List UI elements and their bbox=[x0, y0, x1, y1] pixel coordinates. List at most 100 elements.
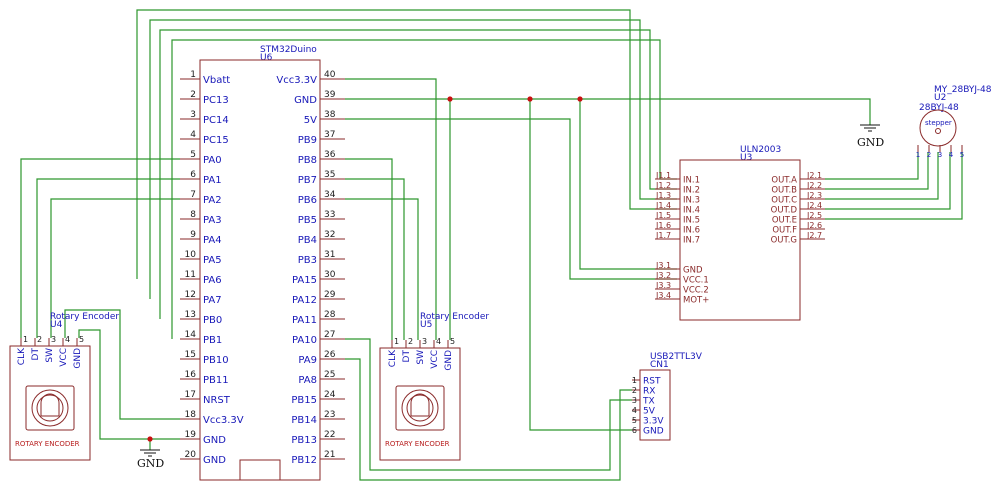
pin-number: 3 bbox=[938, 151, 942, 159]
pin-number: 6 bbox=[190, 170, 196, 180]
pin-number: J2.4 bbox=[806, 201, 822, 210]
pin-name: VCC bbox=[430, 350, 440, 369]
enc2-ref: U5 bbox=[420, 320, 432, 330]
usb-name: USB2TTL3V bbox=[650, 352, 703, 362]
pin-number: 4 bbox=[632, 406, 637, 415]
pin-name: Vcc3.3V bbox=[203, 415, 244, 426]
pin-name: IN.7 bbox=[683, 236, 700, 246]
wire-outd-step4 bbox=[825, 152, 951, 210]
pin-number: 37 bbox=[324, 130, 335, 140]
wire-3v3-enc1-vcc bbox=[64, 309, 180, 420]
pin-number: 5 bbox=[190, 150, 196, 160]
pin-number: J1.1 bbox=[655, 171, 671, 180]
pin-number: 3 bbox=[422, 337, 427, 346]
pin-number: 29 bbox=[324, 290, 336, 300]
enc1-ref: U4 bbox=[50, 320, 63, 330]
pin-number: 18 bbox=[185, 410, 197, 420]
junction-gnd-usb bbox=[527, 96, 533, 102]
wire-gnd-enc1 bbox=[78, 329, 180, 440]
pin-number: 7 bbox=[190, 190, 196, 200]
wires bbox=[20, 9, 963, 481]
pin-number: 2 bbox=[37, 335, 42, 344]
pin-name: Vbatt bbox=[203, 75, 230, 86]
pin-number: 19 bbox=[185, 430, 197, 440]
junction-gnd-enc2 bbox=[447, 96, 453, 102]
pin-number: 1 bbox=[394, 337, 399, 346]
pin-number: J1.7 bbox=[655, 231, 671, 240]
pin-number: 40 bbox=[324, 70, 336, 80]
wire-pb8-enc2-clk bbox=[345, 158, 393, 340]
pin-number: J1.2 bbox=[655, 181, 671, 190]
pin-number: 5 bbox=[450, 337, 455, 346]
pin-name: PC13 bbox=[203, 95, 229, 106]
pin-number: 38 bbox=[324, 110, 336, 120]
pin-name: PB4 bbox=[298, 235, 317, 246]
wire-outb-step2 bbox=[825, 152, 929, 190]
pin-number: J1.6 bbox=[655, 221, 671, 230]
uln-ref: U3 bbox=[740, 153, 752, 163]
pin-number: 10 bbox=[185, 250, 197, 260]
mcu-name: STM32Duino bbox=[260, 45, 317, 55]
pin-number: 33 bbox=[324, 210, 335, 220]
pin-number: 2 bbox=[632, 386, 637, 395]
pin-name: PA6 bbox=[203, 275, 222, 286]
pin-number: 11 bbox=[185, 270, 196, 280]
pin-number: 31 bbox=[324, 250, 335, 260]
pin-number: 9 bbox=[190, 230, 196, 240]
junctions bbox=[147, 96, 583, 442]
wire-pa6-in4 bbox=[136, 9, 677, 279]
pin-number: J2.2 bbox=[806, 181, 822, 190]
pin-number: 26 bbox=[324, 350, 336, 360]
pin-number: J1.5 bbox=[655, 211, 671, 220]
pin-number: 5 bbox=[79, 335, 84, 344]
pin-number: 2 bbox=[190, 90, 196, 100]
pin-name: VCC.2 bbox=[683, 286, 709, 296]
pin-number: 1 bbox=[190, 70, 196, 80]
pin-number: J2.7 bbox=[806, 231, 822, 240]
pin-name: IN.1 bbox=[683, 176, 700, 186]
enc1-body-text: ROTARY ENCODER bbox=[15, 440, 80, 448]
pin-name: OUT.F bbox=[772, 226, 797, 236]
pin-name: DT bbox=[402, 350, 412, 363]
pin-number: 35 bbox=[324, 170, 335, 180]
pin-name: GND bbox=[683, 266, 703, 276]
pin-number: J2.6 bbox=[806, 221, 822, 230]
wire-pa2-enc1-sw bbox=[50, 198, 180, 338]
pin-number: 21 bbox=[324, 450, 335, 460]
pin-number: 4 bbox=[436, 337, 441, 346]
pin-name: PC14 bbox=[203, 115, 229, 126]
pin-name: PA5 bbox=[203, 255, 222, 266]
pin-number: 5 bbox=[960, 151, 964, 159]
enc1-name: Rotary Encoder bbox=[50, 312, 119, 322]
pin-name: PA10 bbox=[292, 335, 317, 346]
pin-name: RST bbox=[643, 377, 661, 387]
pin-name: 5V bbox=[643, 407, 656, 417]
mcu-usb-connector bbox=[239, 459, 281, 481]
pin-number: 16 bbox=[185, 370, 197, 380]
pin-name: OUT.C bbox=[771, 196, 797, 206]
pin-name: SW bbox=[45, 348, 55, 363]
pin-name: RX bbox=[643, 387, 655, 397]
pin-number: 5 bbox=[632, 416, 637, 425]
pin-number: 4 bbox=[65, 335, 70, 344]
pin-name: IN.5 bbox=[683, 216, 700, 226]
pin-number: 2 bbox=[408, 337, 413, 346]
pin-number: J3.1 bbox=[655, 261, 671, 270]
pin-number: J2.5 bbox=[806, 211, 822, 220]
stepper-name: MY_28BYJ-48 bbox=[934, 85, 992, 95]
pin-name: PB12 bbox=[291, 455, 317, 466]
pin-name: 3.3V bbox=[643, 417, 664, 427]
pin-name: VCC.1 bbox=[683, 276, 709, 286]
pin-name: OUT.B bbox=[771, 186, 797, 196]
